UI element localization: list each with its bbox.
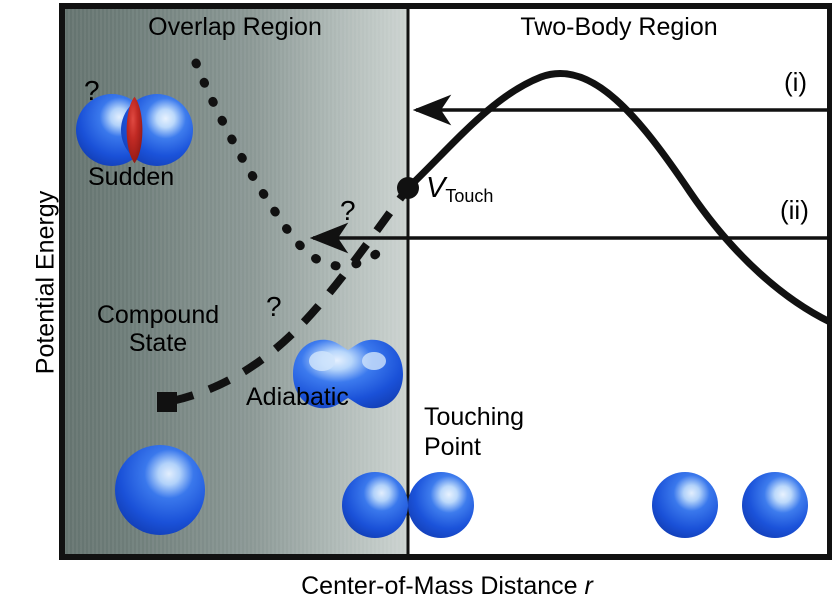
x-axis-label-text: Center-of-Mass Distance [301, 572, 585, 600]
sudden-path-curve [191, 58, 389, 271]
overlap-lens-region [126, 96, 143, 164]
two-body-potential-curve [404, 69, 832, 326]
adiabatic-label: Adiabatic [246, 383, 349, 411]
y-axis-label: Potential Energy [31, 190, 60, 375]
touching-point-label-line2: Point [424, 433, 481, 461]
overlap-region-title: Overlap Region [148, 13, 322, 41]
sphere-compound-single [115, 445, 205, 535]
v-touch-subscript: Touch [445, 186, 494, 207]
adiabatic-path-curve [171, 189, 409, 405]
merged-blob-highlight-right [362, 352, 386, 370]
touching-point-label-line1: Touching [424, 403, 525, 431]
sphere-group-compound [115, 445, 205, 535]
sphere-group-touching [342, 472, 474, 538]
overlap-region-texture [62, 6, 408, 557]
sphere-touching-right [408, 472, 474, 538]
sphere-separated-right [742, 472, 808, 538]
question-mark-adiabatic: ? [266, 291, 282, 322]
question-mark-near-level-ii: ? [340, 195, 356, 226]
x-axis-label-variable-r: r [584, 572, 593, 600]
sphere-group-separated [652, 472, 808, 538]
v-touch-dot-marker [397, 177, 419, 199]
compound-state-square-marker [157, 392, 177, 412]
sudden-label: Sudden [88, 163, 175, 191]
two-body-region-title: Two-Body Region [520, 13, 718, 41]
question-mark-sudden: ? [84, 75, 100, 106]
sphere-touching-left [342, 472, 408, 538]
markers [157, 177, 419, 412]
energy-level-ii-label: (ii) [780, 195, 809, 225]
energy-level-i-label: (i) [784, 67, 808, 97]
sphere-group-sudden [76, 94, 193, 166]
compound-state-label-line1: Compound [96, 301, 220, 329]
merged-blob-highlight-left [309, 351, 335, 371]
plot-frame [59, 3, 832, 560]
compound-state-label-line2: State [128, 329, 188, 357]
v-touch-label: VTouch [426, 172, 493, 207]
v-touch-symbol: V [426, 172, 446, 204]
x-axis-label: Center-of-Mass Distance r [62, 572, 832, 601]
sphere-group-adiabatic [293, 339, 403, 409]
sphere-separated-left [652, 472, 718, 538]
